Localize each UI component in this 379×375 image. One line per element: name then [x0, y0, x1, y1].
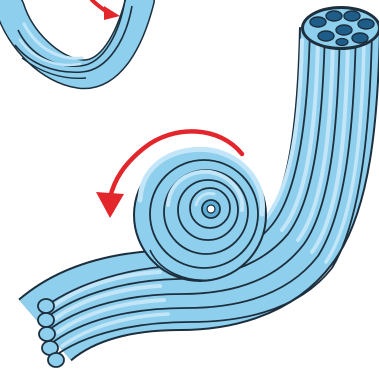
coiled-fiber-loop	[134, 149, 266, 281]
top-left-fiber-bundle	[10, 0, 140, 78]
bundle-cross-section	[301, 6, 379, 50]
